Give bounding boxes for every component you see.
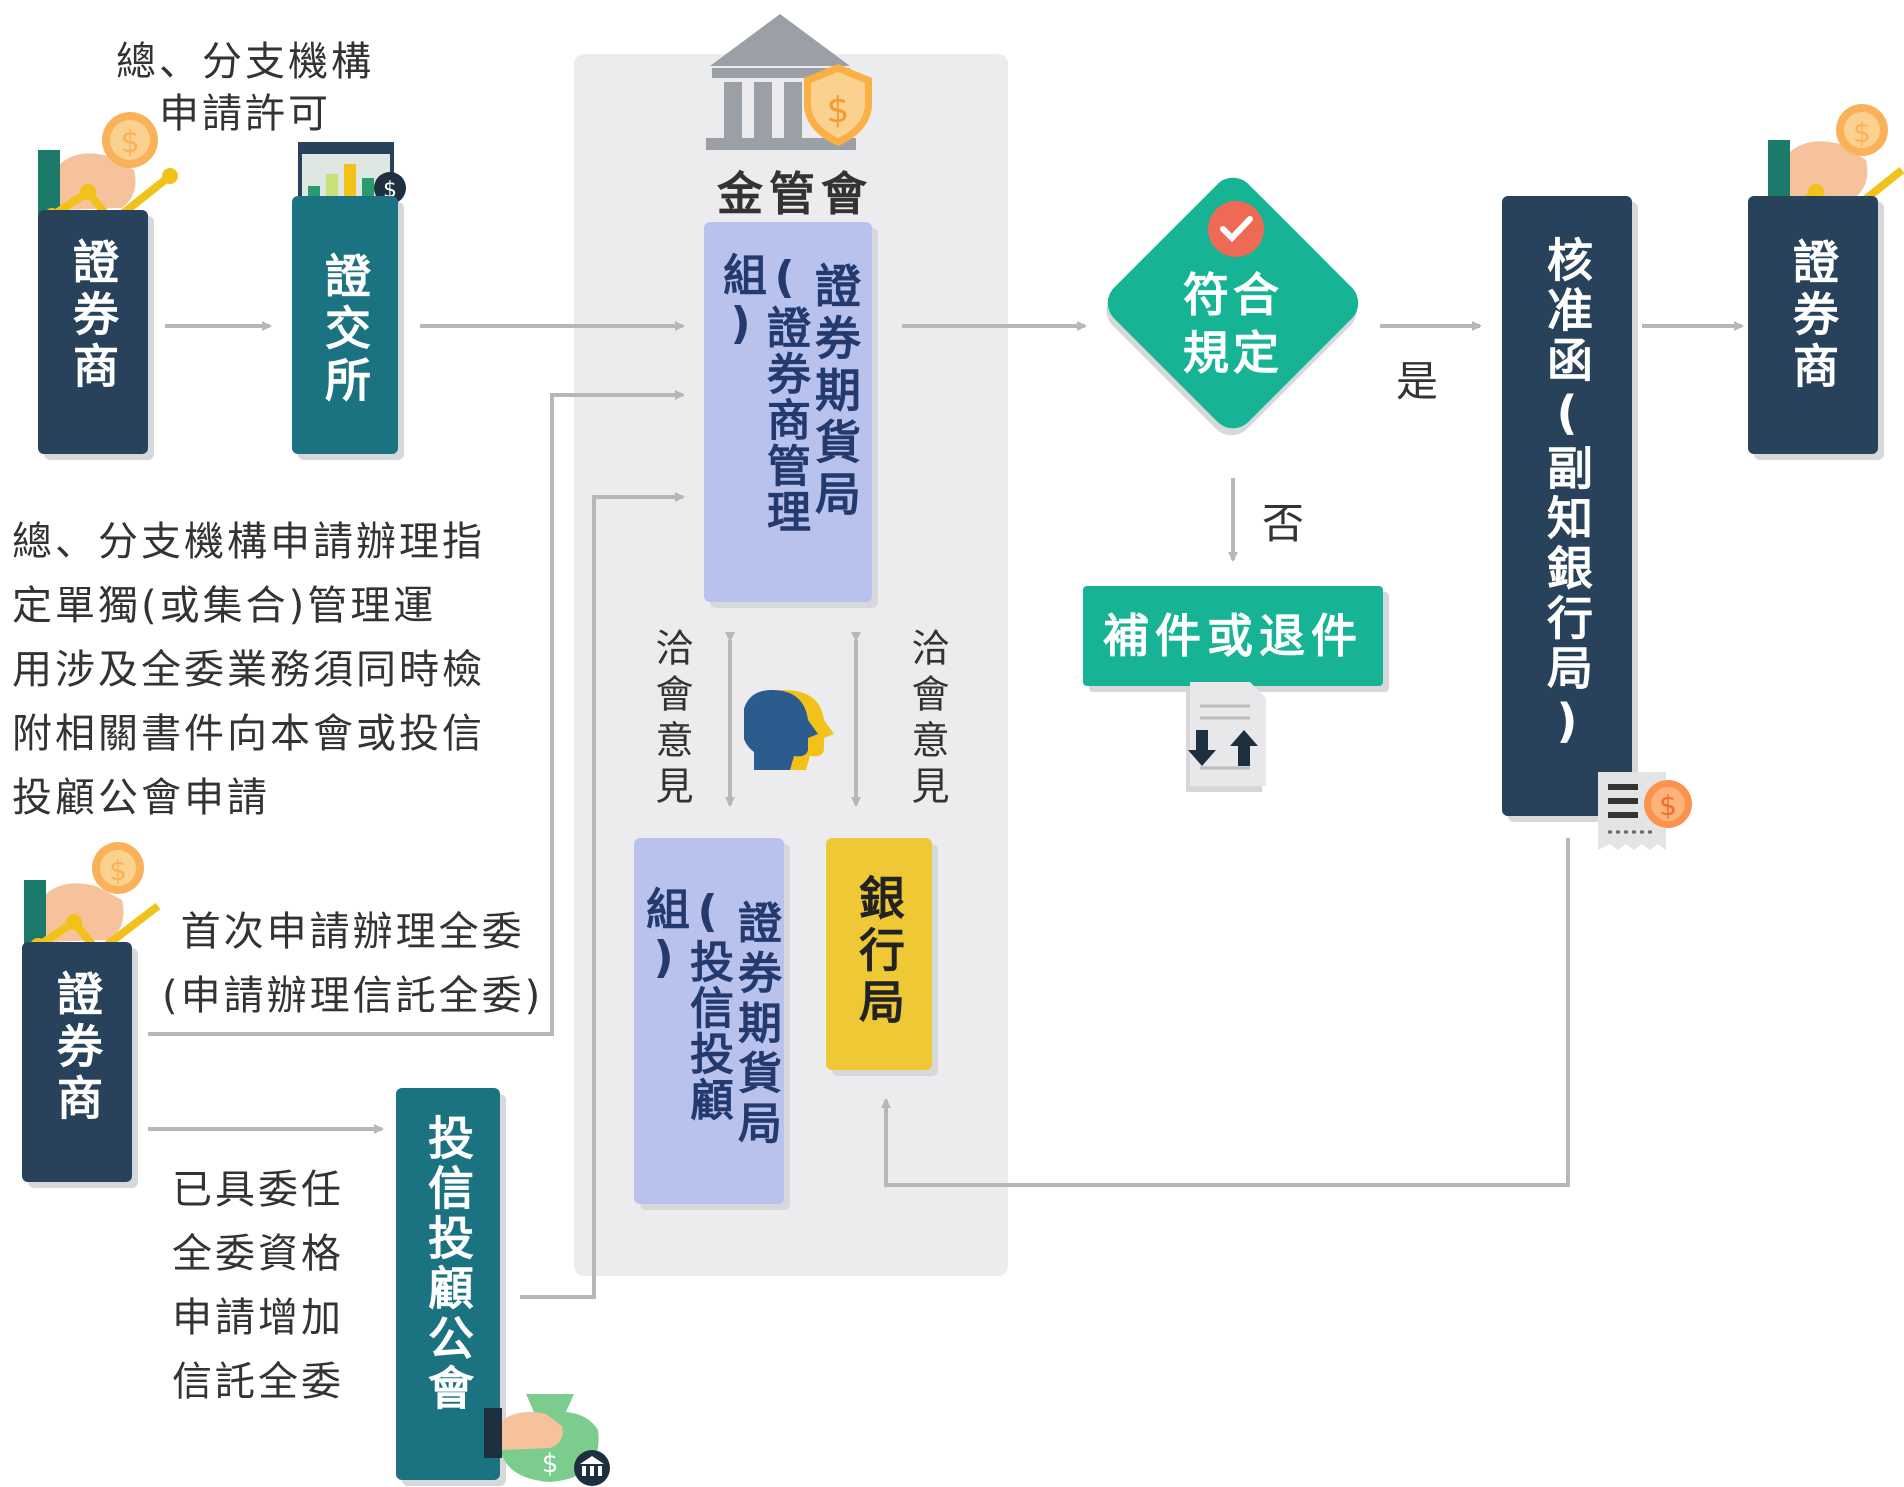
yes-label: 是 — [1396, 357, 1439, 406]
svg-text:$: $ — [120, 125, 139, 160]
sfb-broker-sub-label: (證券商管理組) — [715, 252, 810, 535]
sitca-box: 投信投顧公會 — [396, 1088, 500, 1480]
bank-bureau-label: 銀行局 — [852, 874, 906, 1030]
arrow-approval-to-bank — [881, 838, 1570, 1187]
money-bag-bank-icon: $ — [484, 1394, 610, 1486]
svg-text:$: $ — [1659, 789, 1677, 822]
broker-box-result: 證券商 — [1748, 196, 1878, 454]
sfb-itm-division-box: 證券期貨局 (投信投顧組) — [634, 838, 784, 1204]
sfb-broker-main-label: 證券期貨局 — [808, 262, 862, 522]
exchange-box-label: 證交所 — [318, 252, 372, 408]
no-label: 否 — [1262, 499, 1305, 548]
decision-label: 符合 規定 — [1183, 268, 1283, 380]
bank-shield-icon: $ — [706, 14, 872, 150]
hand-coin-chart-icon-result: $ — [1768, 104, 1904, 226]
first-apply-label: 首次申請辦理全委 (申請辦理信託全委) — [162, 909, 544, 1019]
broker-box-result-label: 證券商 — [1786, 238, 1840, 394]
check-badge-icon — [1208, 201, 1264, 257]
document-transfer-icon — [1186, 682, 1266, 792]
left-note: 總、分支機構申請辦理指 定單獨(或集合)管理運 用涉及全委業務須同時檢 附相關書… — [12, 519, 485, 821]
svg-text:$: $ — [1853, 116, 1871, 149]
already-qualified-label: 已具委任 全委資格 申請增加 信託全委 — [172, 1167, 344, 1405]
exchange-box: 證交所 — [292, 196, 398, 454]
top-apply-label: 總、分支機構 申請許可 — [116, 39, 374, 137]
consult-label-right: 洽會意見 — [905, 628, 949, 812]
receipt-coin-icon: $ — [1598, 772, 1692, 850]
broker-box-1: 證券商 — [38, 210, 148, 454]
arrow-sitca-to-fsc — [520, 492, 685, 1299]
svg-text:$: $ — [109, 854, 127, 887]
approval-box: 核准函(副知銀行局) — [1502, 196, 1632, 816]
heads-discussion-icon — [744, 690, 834, 770]
sfb-itm-sub-label: (投信投顧組) — [638, 886, 733, 1123]
fsc-title: 金管會 — [717, 167, 873, 221]
sitca-label: 投信投顧公會 — [421, 1114, 475, 1414]
hand-coin-chart-icon: $ — [38, 112, 178, 230]
arrow-broker2-to-fsc — [148, 390, 685, 1036]
svg-text:$: $ — [827, 90, 850, 131]
reject-box: 補件或退件 — [1083, 586, 1383, 686]
bank-bureau-box: 銀行局 — [826, 838, 932, 1070]
sfb-broker-division-box: 證券期貨局 (證券商管理組) — [704, 222, 872, 602]
approval-label: 核准函(副知銀行局) — [1540, 236, 1594, 752]
broker-box-2: 證券商 — [22, 942, 132, 1182]
svg-text:$: $ — [542, 1449, 559, 1479]
broker-box-1-label: 證券商 — [66, 238, 120, 394]
broker-box-2-label: 證券商 — [50, 970, 104, 1126]
consult-label-left: 洽會意見 — [649, 628, 693, 812]
sfb-itm-main-label: 證券期貨局 — [730, 900, 781, 1150]
